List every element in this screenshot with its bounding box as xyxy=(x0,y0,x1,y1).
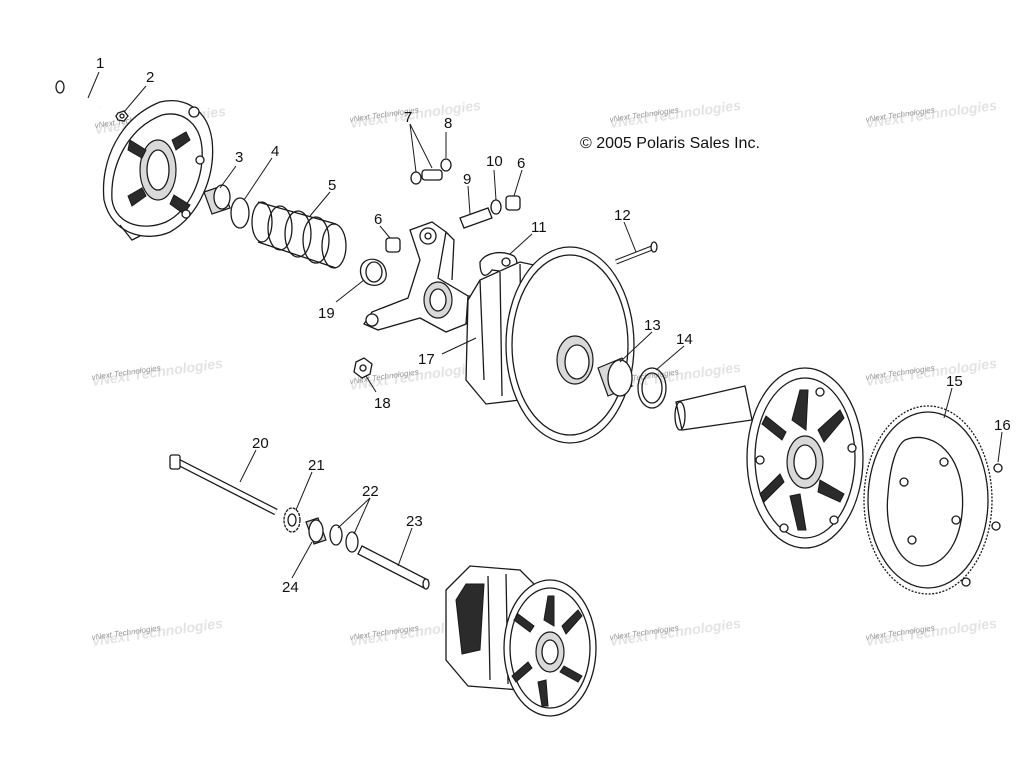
part-washer-pin xyxy=(410,158,452,185)
part-sheave-bushing xyxy=(597,357,633,397)
callout-21: 21 xyxy=(308,457,325,474)
callout-14: 14 xyxy=(676,331,693,348)
callout-1: 1 xyxy=(96,55,104,72)
callout-7: 7 xyxy=(404,109,412,126)
part-nut xyxy=(353,357,373,379)
callout-19: 19 xyxy=(318,305,335,322)
part-spider-arm xyxy=(363,221,475,333)
part-shoe xyxy=(359,258,387,286)
part-ring-gear xyxy=(863,405,993,595)
part-weight-pin xyxy=(615,241,658,265)
callout-20: 20 xyxy=(252,435,269,452)
part-long-bolt xyxy=(169,454,278,516)
part-o-rings xyxy=(329,524,359,553)
callout-9: 9 xyxy=(463,171,471,188)
part-movable-sheave xyxy=(465,246,635,444)
callout-17: 17 xyxy=(418,351,435,368)
part-bolt xyxy=(55,80,102,110)
callout-2: 2 xyxy=(146,69,154,86)
callout-5: 5 xyxy=(328,177,336,194)
part-roller-pin xyxy=(459,195,521,229)
part-clutch-cover xyxy=(102,100,214,241)
callout-15: 15 xyxy=(946,373,963,390)
callout-8: 8 xyxy=(444,115,452,132)
copyright-notice: © 2005 Polaris Sales Inc. xyxy=(580,135,760,152)
callout-24: 24 xyxy=(282,579,299,596)
callout-16: 16 xyxy=(994,417,1011,434)
callout-10: 10 xyxy=(486,153,503,170)
part-lock-washer xyxy=(283,507,301,533)
callout-labels: 1 2 3 4 5 6 6 7 8 9 10 11 12 13 14 15 16… xyxy=(96,55,1011,596)
callout-18: 18 xyxy=(374,395,391,412)
callout-3: 3 xyxy=(235,149,243,166)
callout-4: 4 xyxy=(271,143,279,160)
part-screws xyxy=(961,463,1003,587)
callout-6-left: 6 xyxy=(374,211,382,228)
part-bushing xyxy=(203,184,231,215)
leader-lines xyxy=(87,71,1003,579)
part-spring xyxy=(251,201,347,269)
part-assembled-clutch xyxy=(445,565,597,717)
part-snap-ring xyxy=(230,197,250,229)
callout-13: 13 xyxy=(644,317,661,334)
part-shaft-bushing xyxy=(305,517,327,545)
callout-11: 11 xyxy=(531,219,547,236)
part-fixed-sheave xyxy=(674,367,864,549)
callout-12: 12 xyxy=(614,207,631,224)
callout-23: 23 xyxy=(406,513,423,530)
part-shaft-pin xyxy=(357,545,430,590)
part-sheave-ring xyxy=(637,367,667,409)
part-roller-left xyxy=(385,237,401,253)
part-nut-small xyxy=(115,110,129,122)
callout-22: 22 xyxy=(362,483,379,500)
callout-6-right: 6 xyxy=(517,155,525,172)
